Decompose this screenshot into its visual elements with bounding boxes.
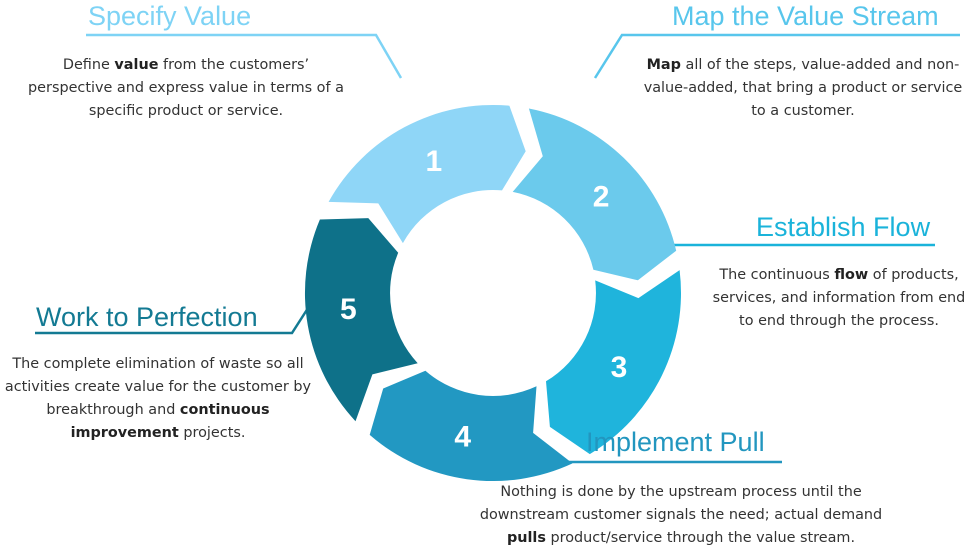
step-2-description: Map all of the steps, value-added and no… (643, 57, 963, 119)
step-5-number: 5 (340, 293, 357, 326)
cycle-segment-4 (369, 370, 573, 482)
step-3-title: Establish Flow (756, 212, 931, 242)
step-4-title: Implement Pull (586, 427, 765, 457)
cycle-segment-1 (328, 104, 526, 244)
step-2-number: 2 (593, 181, 610, 214)
step-1-description: Define value from the customers’ perspec… (28, 57, 344, 119)
emphasis-text: continuous improvement (70, 402, 270, 441)
emphasis-text: pulls (506, 530, 546, 546)
cycle-segment-2 (512, 108, 677, 281)
emphasis-text: value (114, 57, 159, 73)
step-2-title: Map the Value Stream (672, 1, 939, 31)
step-3-number: 3 (611, 351, 628, 384)
step-4-number: 4 (454, 420, 471, 453)
step-5-title: Work to Perfection (36, 302, 258, 332)
emphasis-text: flow (834, 267, 869, 283)
connector-line-2 (593, 33, 960, 79)
cycle-segment-5 (304, 218, 418, 422)
step-1-number: 1 (425, 145, 442, 178)
step-5-description: The complete elimination of waste so all… (4, 356, 312, 441)
cycle-segment-3 (546, 270, 681, 455)
emphasis-text: Map (646, 57, 681, 73)
step-4-description: Nothing is done by the upstream process … (479, 484, 883, 546)
step-1-title: Specify Value (88, 1, 252, 31)
connector-line-1 (86, 33, 403, 79)
step-3-description: The continuous flow of products, service… (712, 267, 966, 329)
